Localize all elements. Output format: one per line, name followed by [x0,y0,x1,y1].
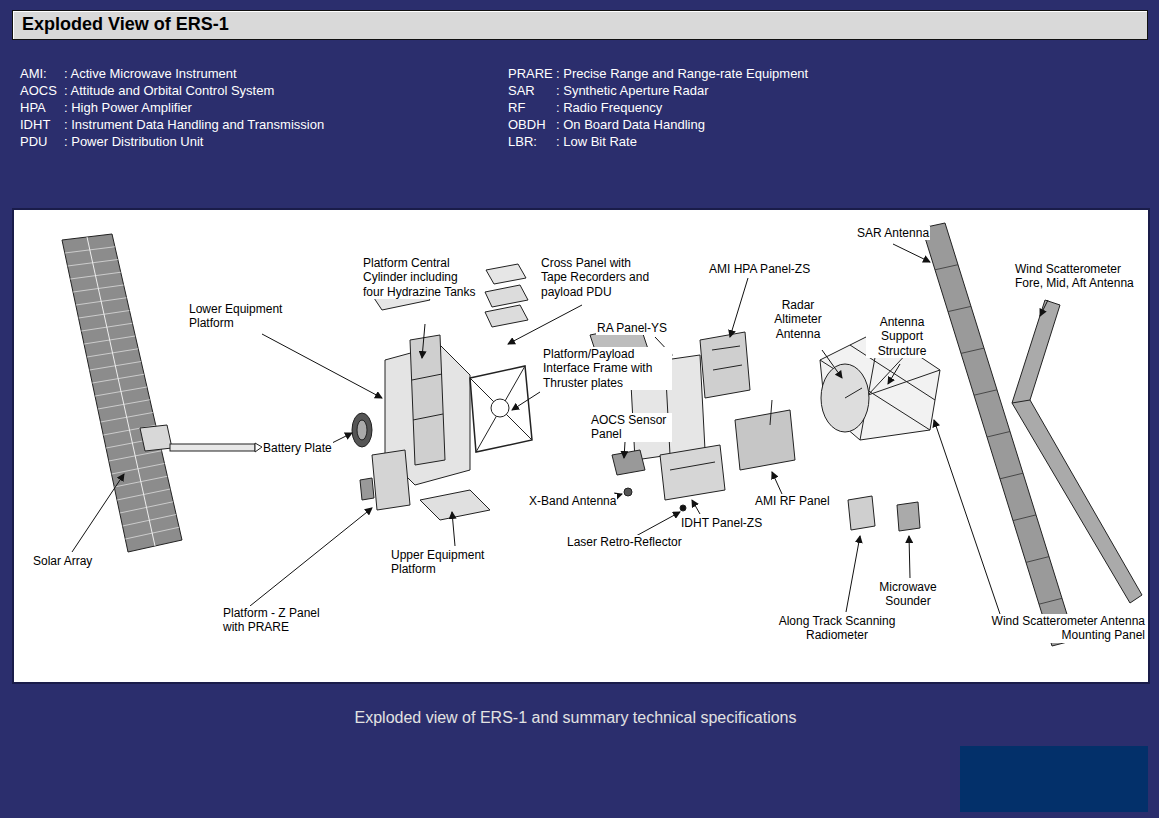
antenna-segment-line [987,432,1010,438]
abbreviation-meaning: : Synthetic Aperture Radar [556,83,708,99]
antenna-segment-line [1013,515,1036,521]
part-label: Platform - Z Panel with PRARE [222,606,324,635]
part-label: Laser Retro-Reflector [566,535,683,549]
part-label: Wind Scatterometer Fore, Mid, Aft Antenn… [1014,262,1146,291]
abbreviation: LBR: [508,134,537,150]
part-label: Battery Plate [262,441,333,455]
title: Exploded View of ERS-1 [22,14,229,36]
abbreviation: AOCS [20,83,57,99]
abbreviation-meaning: : Instrument Data Handling and Transmiss… [64,117,324,133]
part-label: AOCS Sensor Panel [590,413,672,442]
antenna-segment-line [974,390,997,395]
part-label: SAR Antenna [856,226,930,240]
abbreviation-meaning: : Precise Range and Range-rate Equipment [556,66,808,82]
part-label: Platform Central Cylinder including four… [362,256,482,299]
abbreviation: PRARE [508,66,553,82]
caption: Exploded view of ERS-1 and summary techn… [0,708,1155,727]
part-label: Cross Panel with Tape Recorders and payl… [540,256,654,299]
exploded-parts [62,223,1142,646]
part-label: Antenna Support Structure [866,315,938,358]
part-label: Wind Scatterometer Antenna Mounting Pane… [962,614,1146,643]
antenna-segment-line [948,306,971,311]
abbreviation-meaning: : On Board Data Handling [556,117,705,133]
leader-lines [72,244,1048,614]
part-label: Upper Equipment Platform [390,548,492,577]
abbreviation: OBDH [508,117,546,133]
abbreviation: PDU [20,134,47,150]
abbreviation: HPA [20,100,46,116]
abbreviation-meaning: : Attitude and Orbital Control System [64,83,274,99]
abbreviation-meaning: : Radio Frequency [556,100,662,116]
abbreviation-meaning: : Power Distribution Unit [64,134,203,150]
antenna-segment-line [961,348,984,353]
abbreviation: AMI: [20,66,47,82]
antenna-segment-line [1039,598,1062,604]
abbreviation: IDHT [20,117,50,133]
abbreviation: RF [508,100,525,116]
antenna-segment-line [1000,473,1023,479]
abbreviation-meaning: : Active Microwave Instrument [64,66,237,82]
antenna-segment-line [1026,557,1049,563]
antenna-segment-line [935,265,958,270]
corner-block [960,746,1148,812]
part-label: Along Track Scanning Radiometer [772,614,902,643]
abbreviation-meaning: : Low Bit Rate [556,134,637,150]
part-label: AMI RF Panel [754,494,831,508]
part-label: RA Panel-YS [596,321,668,335]
part-label: Platform/Payload Interface Frame with Th… [542,347,672,390]
part-label: Radar Altimeter Antenna [764,298,832,341]
part-label: Lower Equipment Platform [188,302,290,331]
part-label: X-Band Antenna [528,494,617,508]
part-label: IDHT Panel-ZS [680,516,763,530]
part-label: Microwave Sounder [868,580,948,609]
part-label: Solar Array [32,554,93,568]
abbreviation: SAR [508,83,535,99]
abbreviation-meaning: : High Power Amplifier [64,100,192,116]
part-label: AMI HPA Panel-ZS [708,262,811,276]
